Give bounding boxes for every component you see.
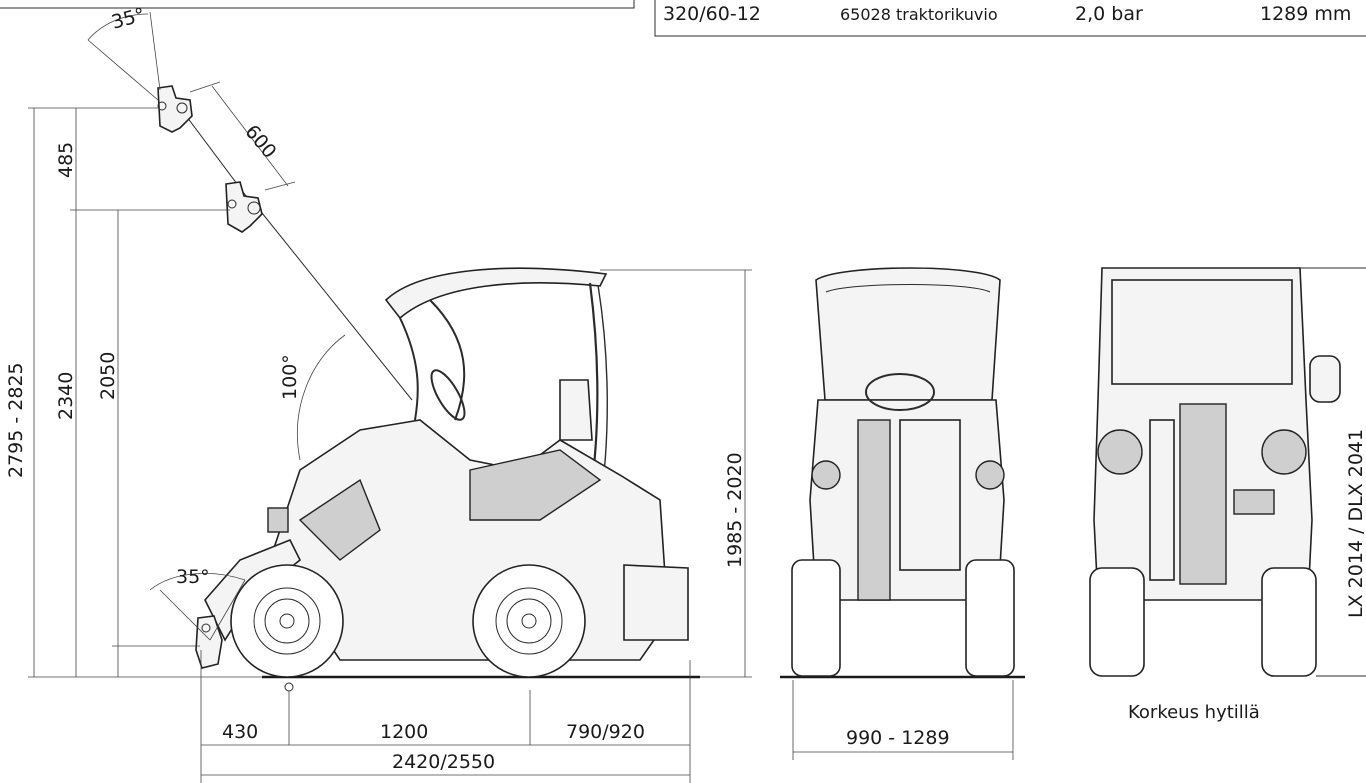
model-label: LX 2014 / DLX 2041	[1345, 429, 1366, 618]
tire-size-cell: 320/60-12	[663, 3, 761, 25]
total-length-label: 2420/2550	[392, 751, 495, 773]
angle-arc-lift	[297, 334, 346, 461]
side-view: 35° 600 100° 35° 2795 - 2825 2340 485 20…	[5, 4, 752, 783]
cab-window	[1111, 279, 1293, 385]
tire-width-cell: 1289 mm	[1260, 3, 1351, 25]
tilt-length-label: 600	[240, 121, 280, 163]
cab-view: LX 2014 / DLX 2041 Korkeus hytillä	[1089, 267, 1366, 723]
front-overhang-label: 430	[222, 721, 258, 743]
top-left-box-fragment	[0, 0, 635, 9]
height-pin-label: 2340	[55, 372, 77, 420]
vertical-dimensions	[28, 107, 752, 678]
tire-table: 320/60-12 65028 traktorikuvio 2,0 bar 12…	[654, 0, 1366, 37]
attachment-bracket-mid	[225, 181, 263, 233]
canopy-roof	[384, 267, 608, 320]
angle-lift-label: 100°	[279, 354, 301, 400]
angle-bottom-label: 35°	[176, 566, 210, 588]
tire-pattern-cell: 65028 traktorikuvio	[840, 5, 998, 24]
track-width-label: 990 - 1289	[846, 727, 950, 749]
cab-view-left-wheel	[1089, 567, 1145, 677]
boom-arm	[257, 207, 413, 401]
tire-pressure-cell: 2,0 bar	[1075, 3, 1143, 25]
angle-arc-bottom	[149, 573, 246, 591]
height-lift-label: 485	[55, 142, 77, 178]
height-total-label: 2795 - 2825	[5, 362, 27, 478]
angle-arc-top	[87, 13, 149, 41]
front-view-left-wheel	[791, 559, 841, 677]
cab-caption: Korkeus hytillä	[1128, 702, 1260, 723]
rear-overhang-label: 790/920	[566, 721, 645, 743]
front-view: 990 - 1289	[780, 267, 1025, 760]
counterweight	[623, 564, 689, 641]
front-canopy	[815, 267, 1001, 401]
cab-view-right-wheel	[1261, 567, 1317, 677]
front-view-right-wheel	[965, 559, 1015, 677]
height-canopy-label: 1985 - 2020	[724, 452, 746, 568]
rear-wheel	[472, 564, 586, 678]
attachment-bracket-top	[157, 85, 193, 133]
horizontal-dimensions	[200, 650, 691, 783]
height-dump-label: 2050	[97, 352, 119, 400]
front-wheel	[230, 564, 344, 678]
wheelbase-label: 1200	[380, 721, 428, 743]
